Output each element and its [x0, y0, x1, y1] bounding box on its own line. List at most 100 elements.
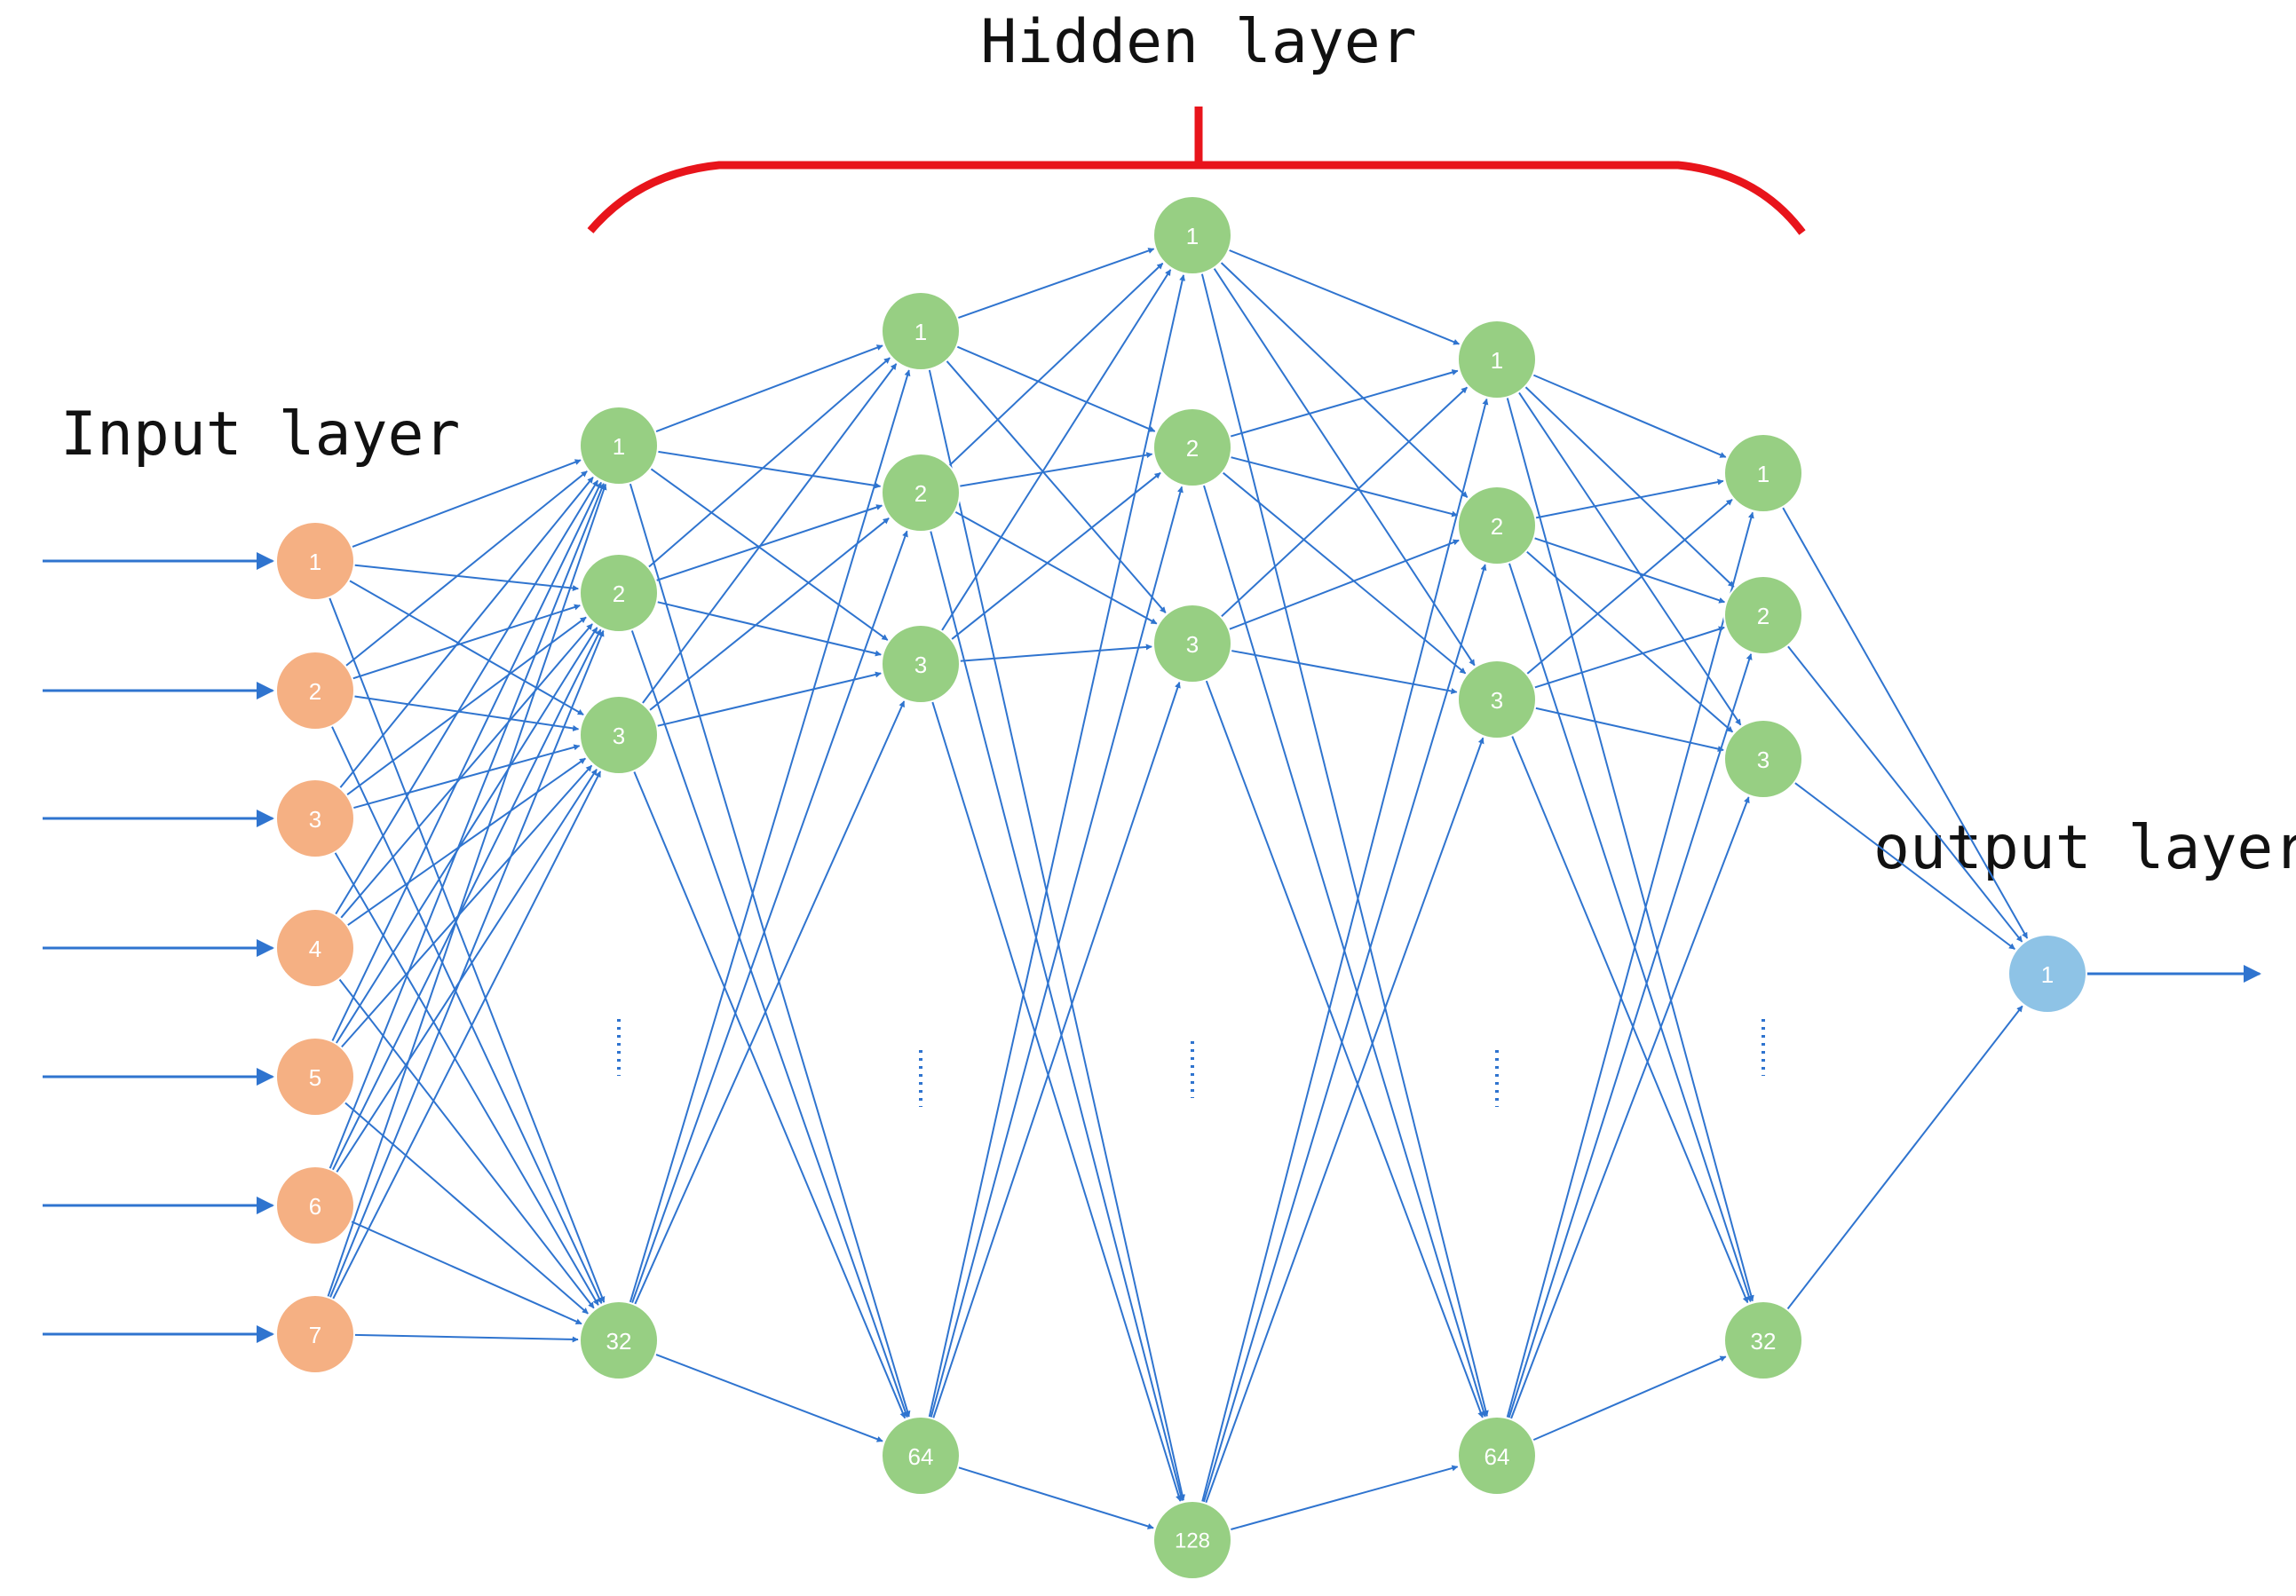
edge-h3-0-to-h4-2: [1213, 267, 1476, 667]
edge-input-3-to-h1-3: [338, 978, 595, 1309]
node-label: 3: [1757, 747, 1770, 773]
node-h5-2: 2: [1723, 575, 1803, 655]
node-label: 2: [914, 480, 927, 507]
edge-input-6-to-h1-2: [331, 770, 602, 1300]
node-label: 4: [309, 936, 321, 962]
edge-h2-0-to-h3-0: [957, 248, 1155, 320]
edge-h4-0-to-h5-3: [1506, 397, 1754, 1302]
edge-h2-2-to-h3-3: [931, 700, 1182, 1502]
edge-h2-1-to-h3-3: [930, 530, 1184, 1502]
edge-h1-3-to-h2-0: [629, 369, 911, 1304]
edge-input-2-to-h1-1: [345, 616, 587, 796]
node-label: 2: [1186, 435, 1199, 462]
node-circle: [579, 695, 659, 775]
node-label: 3: [1491, 687, 1503, 714]
node-label: 2: [1757, 603, 1770, 629]
node-circle: [881, 291, 961, 371]
node-input-2: 2: [275, 651, 355, 731]
edge-h4-2-to-h5-2: [1534, 707, 1724, 753]
node-circle: [1152, 1500, 1232, 1580]
node-h3-1: 1: [1152, 195, 1232, 275]
node-h3-3: 3: [1152, 604, 1232, 683]
edge-h1-2-to-h2-0: [641, 363, 898, 705]
node-label: 1: [2041, 961, 2054, 988]
node-label: 1: [613, 433, 625, 460]
hidden-layer-label: Hidden layer: [980, 7, 1416, 77]
edge-input-1-to-h1-0: [344, 470, 588, 668]
edge-h3-2-to-h4-2: [1231, 649, 1458, 694]
edge-input-3-to-h1-2: [346, 757, 586, 927]
node-circle: [275, 1294, 355, 1374]
edge-h2-0-to-h3-3: [928, 368, 1185, 1501]
node-circle: [1152, 407, 1232, 487]
edge-h2-2-to-h3-1: [950, 471, 1161, 641]
edge-h4-1-to-h5-1: [1533, 537, 1726, 604]
node-output-1: 1: [2007, 934, 2087, 1014]
edge-h1-2-to-h2-1: [648, 518, 890, 712]
edge-h5-1-to-output-0: [1786, 644, 2023, 943]
node-circle: [1457, 486, 1537, 565]
node-label: 6: [309, 1193, 321, 1220]
edge-h3-3-to-h4-3: [1230, 1465, 1459, 1531]
node-circle: [1152, 195, 1232, 275]
edge-input-0-to-h1-2: [348, 580, 584, 715]
edge-input-1-to-h1-2: [353, 695, 580, 731]
edge-h5-3-to-output-0: [1786, 1005, 2023, 1310]
edge-input-0-to-h1-3: [329, 597, 606, 1303]
node-circle: [579, 553, 659, 633]
node-label: 1: [914, 319, 927, 345]
edge-h2-3-to-h3-3: [957, 1466, 1154, 1529]
edge-h5-0-to-output-0: [1781, 506, 2029, 939]
node-h4-64: 64: [1457, 1416, 1537, 1496]
edge-h1-2-to-h2-2: [656, 671, 882, 727]
edge-input-6-to-h1-0: [327, 483, 607, 1298]
node-input-6: 6: [275, 1165, 355, 1245]
edge-h1-1-to-h2-0: [647, 357, 891, 568]
node-circle: [579, 406, 659, 486]
edge-h3-3-to-h4-0: [1201, 398, 1489, 1503]
edge-h3-0-to-h4-3: [1200, 273, 1489, 1418]
edge-h3-2-to-h4-0: [1220, 386, 1469, 618]
edge-h1-0-to-h2-2: [650, 467, 889, 641]
edge-h1-3-to-h2-2: [634, 700, 906, 1306]
edge-h1-1-to-h2-1: [655, 504, 883, 582]
node-circle: [275, 651, 355, 731]
node-circle: [275, 521, 355, 601]
node-circle: [1723, 575, 1803, 655]
edge-h3-0-to-h4-0: [1228, 249, 1461, 345]
node-label: 3: [309, 806, 321, 833]
edge-input-3-to-h1-1: [339, 623, 593, 920]
edge-input-4-to-h1-3: [344, 1102, 589, 1315]
node-label: 2: [1491, 513, 1503, 540]
edge-h2-2-to-h3-0: [940, 269, 1172, 632]
edge-h4-3-to-h5-0: [1506, 511, 1754, 1418]
node-label: 3: [613, 723, 625, 749]
node-h4-3: 3: [1457, 660, 1537, 739]
edge-input-4-to-h1-0: [331, 481, 602, 1042]
edge-input-4-to-h1-2: [340, 764, 593, 1048]
edge-h2-3-to-h3-2: [932, 681, 1181, 1419]
node-label: 3: [914, 652, 927, 678]
edge-h2-1-to-h3-0: [948, 262, 1164, 467]
edge-h4-2-to-h5-0: [1525, 499, 1733, 676]
edge-h4-2-to-h5-1: [1533, 626, 1725, 689]
node-label: 1: [1491, 347, 1503, 374]
edge-input-2-to-h1-3: [334, 851, 599, 1306]
edge-h1-3-to-h2-1: [630, 530, 908, 1304]
edge-h4-1-to-h5-2: [1525, 550, 1734, 733]
node-circle: [2007, 934, 2087, 1014]
node-label: 1: [1186, 223, 1199, 249]
node-input-5: 5: [275, 1037, 355, 1117]
node-h2-3: 3: [881, 624, 961, 704]
node-h5-1: 1: [1723, 433, 1803, 513]
node-h2-1: 1: [881, 291, 961, 371]
connections: [327, 248, 2029, 1531]
edge-h4-3-to-h5-1: [1508, 653, 1753, 1419]
edge-h1-0-to-h2-0: [654, 344, 883, 433]
edge-input-3-to-h1-0: [334, 479, 599, 915]
edge-h4-2-to-h5-3: [1510, 735, 1749, 1304]
node-label: 64: [908, 1443, 934, 1470]
ellipsis-markers: [617, 1019, 1765, 1107]
node-h1-3: 3: [579, 695, 659, 775]
